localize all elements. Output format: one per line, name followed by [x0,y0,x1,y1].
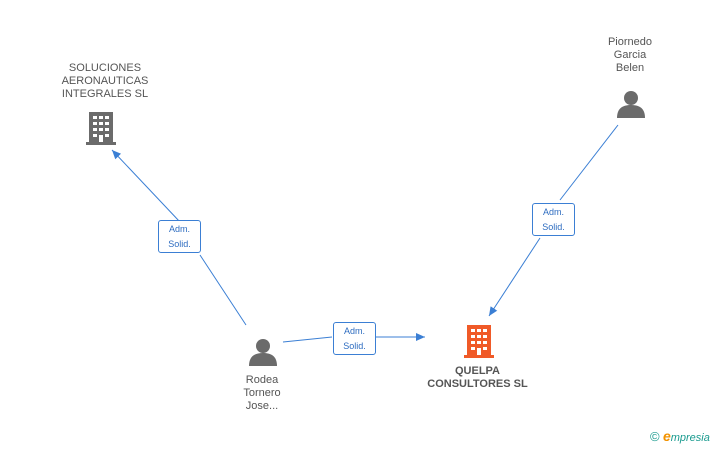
person-icon[interactable] [617,91,645,118]
edge-line-left [112,150,247,326]
edge-line-bottom [282,337,425,342]
edge-label-right[interactable]: Adm. Solid. [532,203,575,236]
edge-label-left[interactable]: Adm. Solid. [158,220,201,253]
edge-label-line: Adm. [343,326,365,336]
person-icon[interactable] [249,339,277,366]
label-line: Garcia [613,49,647,61]
label-line: AERONAUTICAS [61,75,149,87]
building-icon[interactable] [464,325,494,358]
node-label-soluciones[interactable]: SOLUCIONES AERONAUTICAS INTEGRALES SL [40,62,170,101]
edge-line-right [489,124,619,316]
node-label-rodea[interactable]: Rodea Tornero Jose... [222,374,302,413]
node-label-piornedo[interactable]: Piornedo Garcia Belen [590,36,670,75]
copyright-icon: © [650,429,660,444]
label-line: SOLUCIONES [68,62,142,74]
building-icon[interactable] [86,112,116,145]
edge-label-line: Solid. [542,222,565,232]
brand-initial: e [662,428,671,444]
edge-label-line: Adm. [542,207,564,217]
label-line: CONSULTORES SL [427,378,528,390]
edge-label-bottom[interactable]: Adm. Solid. [333,322,376,355]
label-line: Rodea [245,374,279,386]
label-line: Jose... [245,400,279,412]
edge-label-line: Solid. [168,239,191,249]
label-line: Belen [615,62,645,74]
edge-label-line: Adm. [168,224,190,234]
label-line: INTEGRALES SL [61,88,149,100]
brand-name: mpresia [670,432,710,444]
label-line: Tornero [243,387,281,399]
label-line: Piornedo [607,36,653,48]
label-line: QUELPA [454,365,501,377]
brand-footer[interactable]: © empresia [650,428,710,444]
edge-label-line: Solid. [343,341,366,351]
node-label-quelpa[interactable]: QUELPA CONSULTORES SL [410,365,545,391]
